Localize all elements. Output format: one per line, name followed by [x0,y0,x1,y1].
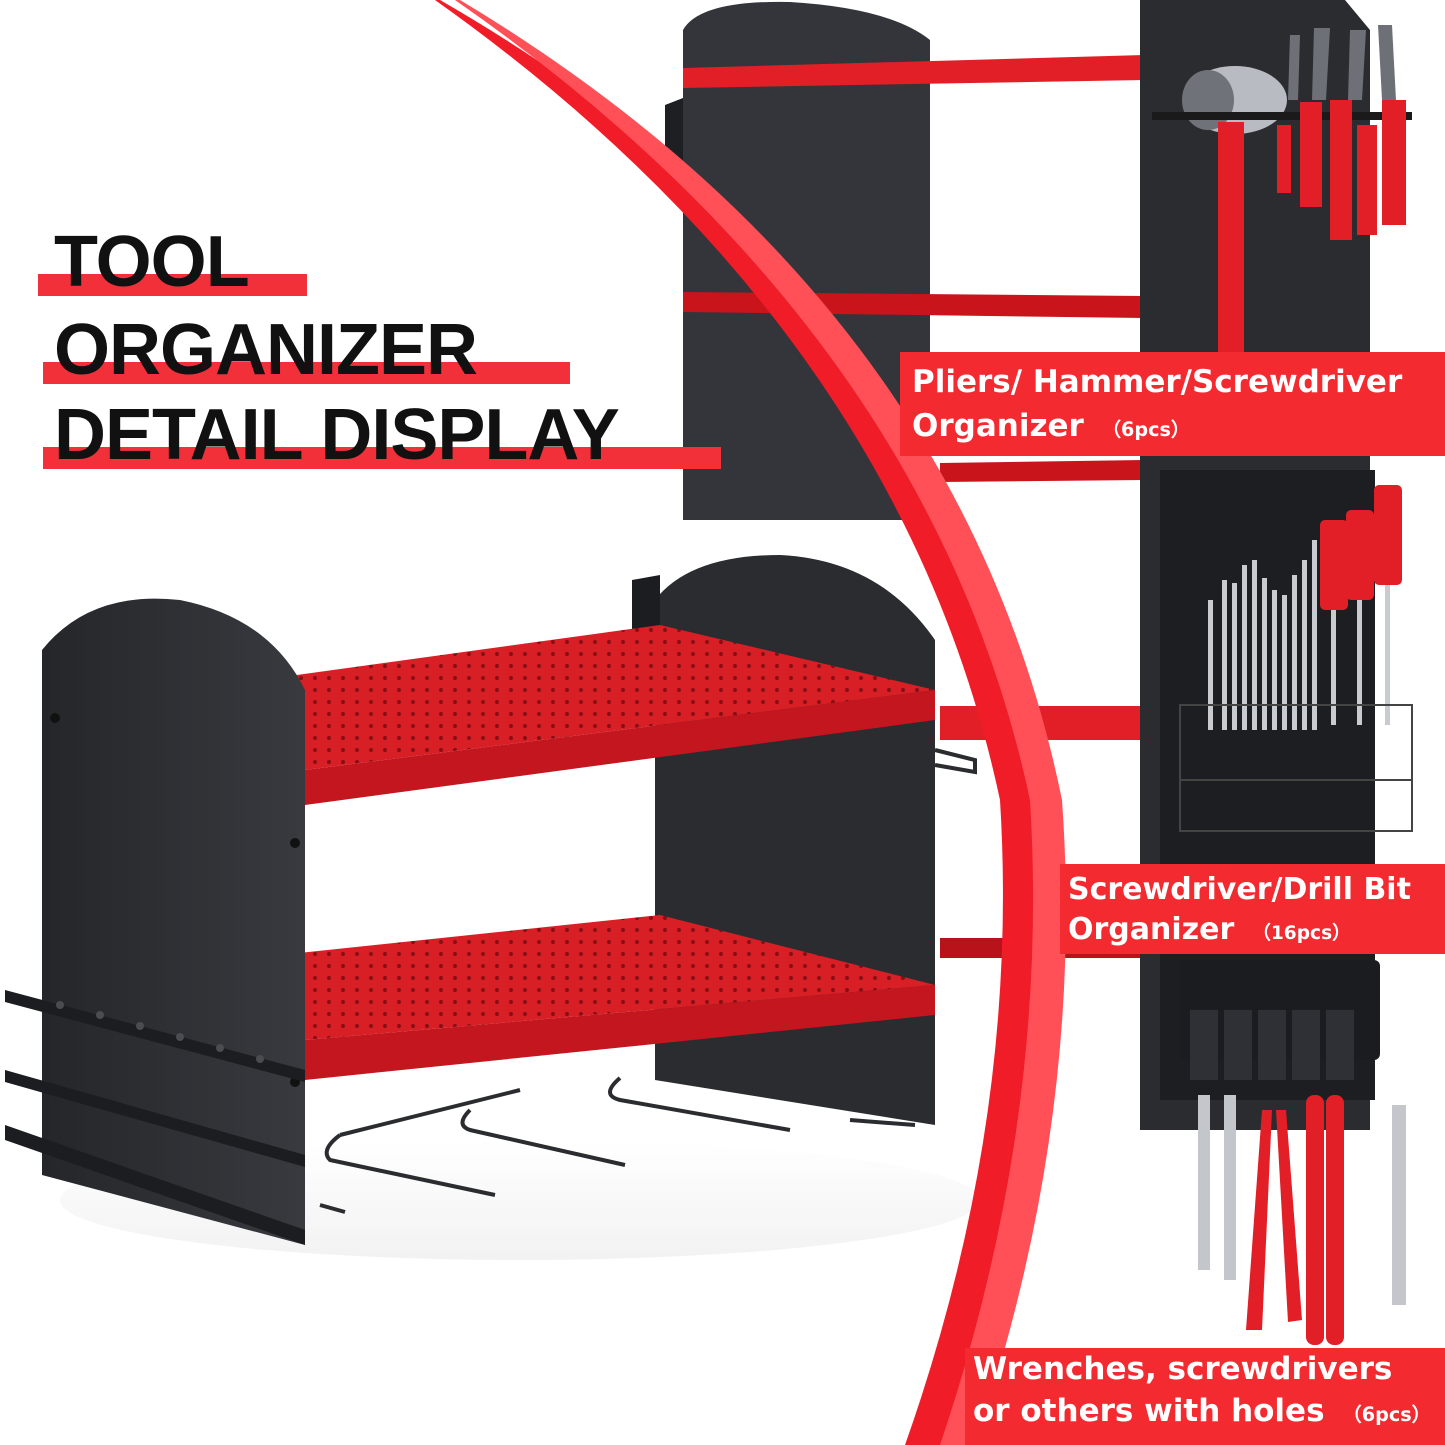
feature-label-pliers-hammer: Pliers/ Hammer/Screwdriver Organizer （6pc… [900,352,1445,456]
feature-count: （16pcs） [1252,923,1351,944]
feature-label-line1: Screwdriver/Drill Bit [1068,872,1411,907]
feature-label-screwdriver-drill-bit: Screwdriver/Drill Bit Organizer （16pcs） [1060,864,1445,954]
feature-label-line2: or others with holes [973,1393,1325,1429]
title-line-organizer: ORGANIZER [54,310,478,390]
feature-label-line1: Wrenches, screwdrivers [973,1351,1393,1387]
feature-label-line2: Organizer [1068,912,1235,947]
feature-count: （6pcs） [1101,418,1191,441]
main-rack-illustration [5,555,980,1260]
feature-label-line2: Organizer [912,408,1084,444]
title-line-tool: TOOL [54,222,250,302]
title-line-detail-display: DETAIL DISPLAY [54,395,620,475]
feature-label-wrenches: Wrenches, screwdrivers or others with ho… [965,1348,1445,1445]
feature-label-line1: Pliers/ Hammer/Screwdriver [912,364,1403,400]
title-underline-1 [38,274,307,296]
feature-count: （6pcs） [1342,1403,1431,1426]
